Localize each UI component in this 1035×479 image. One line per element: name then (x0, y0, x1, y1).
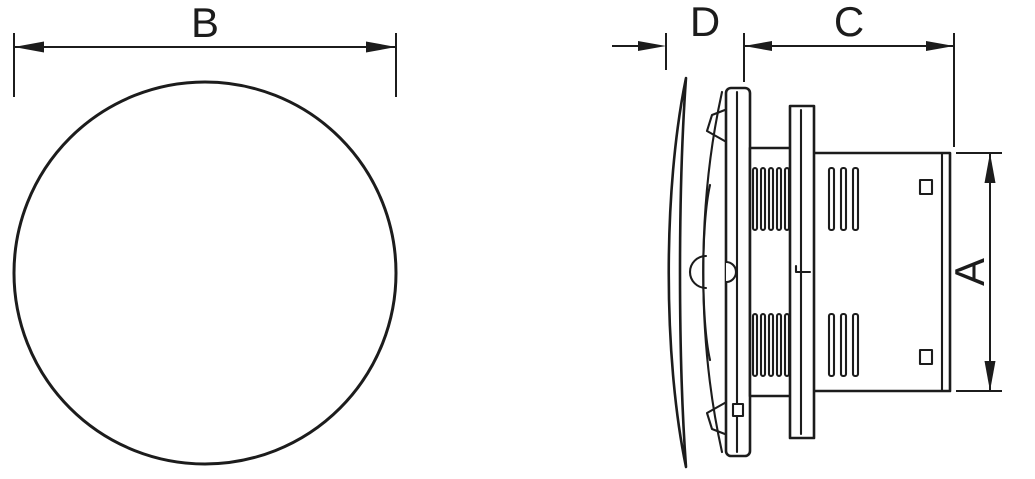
dimension-b-arrow-right (366, 41, 396, 53)
dimension-c: C (743, 0, 955, 147)
vent-slots-duct-top (827, 166, 860, 232)
vent-slot (751, 312, 759, 378)
dimension-b-arrow-left (14, 41, 44, 53)
fan-front-cover-circle (12, 80, 398, 466)
dimension-a-arrow-bottom (984, 361, 996, 391)
vent-slot (767, 166, 775, 232)
front-cover-back-rim (702, 90, 724, 454)
vent-slots-casing-bottom (751, 312, 791, 378)
dimension-c-arrow-right (926, 41, 954, 51)
dimension-c-label: C (834, 0, 864, 45)
vent-slot (827, 312, 836, 378)
dimension-c-arrow-left (744, 41, 772, 51)
duct-clip-top (918, 178, 934, 196)
dimension-a-arrow-top (984, 153, 996, 183)
duct-clip-bottom (918, 348, 934, 366)
dimension-b: B (13, 0, 397, 97)
vent-slot (827, 166, 836, 232)
front-cover-profile (667, 76, 688, 469)
vent-slot (839, 166, 848, 232)
dimension-a-label: A (946, 258, 993, 286)
vent-slot (759, 312, 767, 378)
hub-arc (688, 254, 708, 290)
vent-slots-duct-bottom (827, 312, 860, 378)
front-cover-inner-arc (702, 183, 712, 362)
vent-slot (759, 166, 767, 232)
vent-slot (851, 312, 860, 378)
side-view (667, 76, 952, 469)
mounting-plate-notch (724, 260, 738, 284)
vent-slot (839, 312, 848, 378)
dimension-a: A (946, 152, 1002, 392)
dimension-d: D (612, 0, 720, 70)
dimension-d-arrow (638, 41, 666, 51)
vent-slot (767, 312, 775, 378)
mounting-plate-latch (731, 402, 745, 418)
dimension-d-label: D (690, 0, 720, 45)
vent-slot (775, 312, 783, 378)
vent-slot (751, 166, 759, 232)
vent-slot (851, 166, 860, 232)
front-view: B (12, 0, 398, 466)
shaft-center-mark (794, 264, 812, 274)
vent-slot (775, 166, 783, 232)
dimension-b-label: B (191, 0, 219, 46)
